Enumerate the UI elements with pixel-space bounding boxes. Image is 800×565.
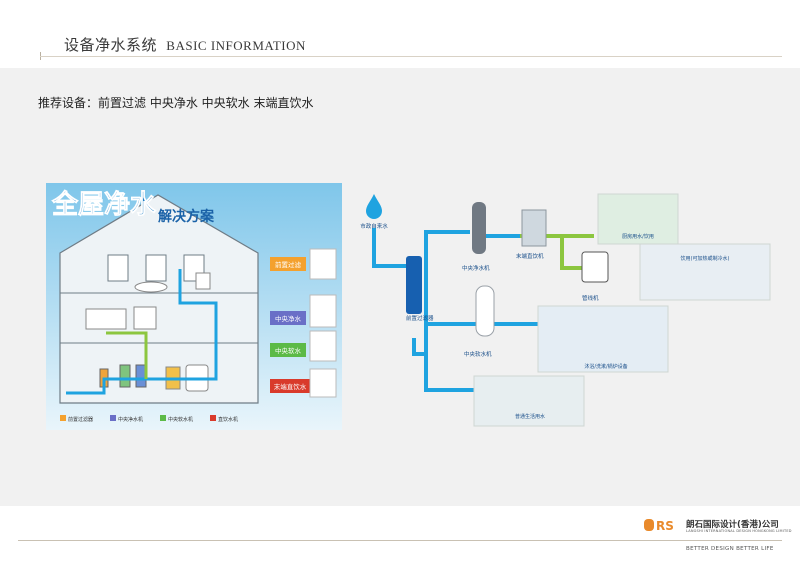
legend-label-prefilter: 前置过滤器 [68,416,93,423]
step-3-badge [270,343,306,357]
kitchen-card [597,193,679,245]
bath-card [537,305,669,373]
central-softener-label: 中央软水机 [464,350,492,358]
toilet-icon [195,272,211,290]
pipeline-machine-device [581,251,609,283]
drinking-card [639,243,771,301]
company-name-en: LANGSHI INTERNATIONAL DESIGN HONGKONG LI… [686,529,792,533]
terminal-drinker-device [521,209,547,247]
step-4-label: 末端直饮水 [274,382,307,391]
living-card [473,375,585,427]
page-title: 设备净水系统 BASIC INFORMATION [64,34,306,55]
pipe-to-living [424,354,474,392]
step-1-product-image [309,248,337,280]
whole-house-illustration: 全屋净水 解决方案 前置过滤 中央净水 中央软水 末端直饮水 前置过滤器 中央净… [46,183,342,430]
logo-shape [644,519,654,531]
company-logo: RS [644,519,674,533]
company-slogan: BETTER DESIGN BETTER LIFE [686,546,774,552]
living-label: 普通生活用水 [515,413,545,420]
pipeline-machine-label: 管线机 [582,294,599,302]
kitchen-cabinet-icon [85,308,127,330]
terminal-drinker-label: 末端直饮机 [516,252,544,260]
step-1-badge [270,257,306,271]
subhead-text: 解决方案 [158,208,215,225]
page-title-en: BASIC INFORMATION [166,38,306,53]
central-purifier-device [472,202,486,254]
legend-swatch-softener [160,415,166,421]
step-2-label: 中央净水 [275,314,302,323]
sink-icon [133,306,157,330]
pre-filter-label: 前置过滤器 [406,314,434,322]
logo-letters: RS [656,519,674,533]
house-legend: 前置过滤器 中央净水机 中央软水机 直饮水机 [60,415,238,423]
page-title-cn: 设备净水系统 [64,36,158,54]
central-softener-device [475,285,495,337]
step-2-product-image [309,294,337,328]
water-drop-icon [366,194,382,219]
kitchen-label: 厨房用水/饮用 [622,233,654,240]
step-list: 前置过滤 中央净水 中央软水 末端直饮水 [270,248,337,398]
legend-swatch-prefilter [60,415,66,421]
step-3-product-image [309,330,337,362]
window-mid [145,254,167,282]
legend-swatch-purifier [110,415,116,421]
source-label: 市政自来水 [360,222,388,230]
step-4-badge [270,379,310,393]
legend-label-softener: 中央软水机 [168,416,193,423]
title-divider [40,56,782,57]
step-2-badge [270,311,306,325]
headline-text: 全屋净水 [51,189,157,220]
legend-label-purifier: 中央净水机 [118,416,143,423]
bathtub-icon [134,281,168,293]
house-pipe-blue [66,269,218,395]
recommended-equipment: 推荐设备：前置过滤 中央净水 中央软水 末端直饮水 [38,96,314,110]
bath-label: 沐浴/洗漱/锅炉设备 [584,363,627,370]
softener-device-icon [119,364,131,388]
step-1-label: 前置过滤 [275,260,302,269]
legend-label-drinker: 直饮水机 [218,416,238,423]
window-left [107,254,129,282]
house-outline [59,194,259,404]
footer-divider [18,540,782,541]
water-flow-diagram: 市政自来水 前置过滤器 中央净水机 末端直饮机 管线机 中央软水机 厨房用水/饮… [360,193,771,427]
drinking-label: 饮用(可加热或制冷水) [681,255,730,262]
central-purifier-label: 中央净水机 [462,264,490,272]
pipe-to-purifier [412,230,470,356]
step-4-product-image [309,368,337,398]
step-3-label: 中央软水 [275,346,302,355]
pre-filter-device [406,256,422,314]
house-pipe-green [106,331,148,379]
company-name: 朗石国际设计(香港)公司 [686,520,779,530]
legend-swatch-drinker [210,415,216,421]
